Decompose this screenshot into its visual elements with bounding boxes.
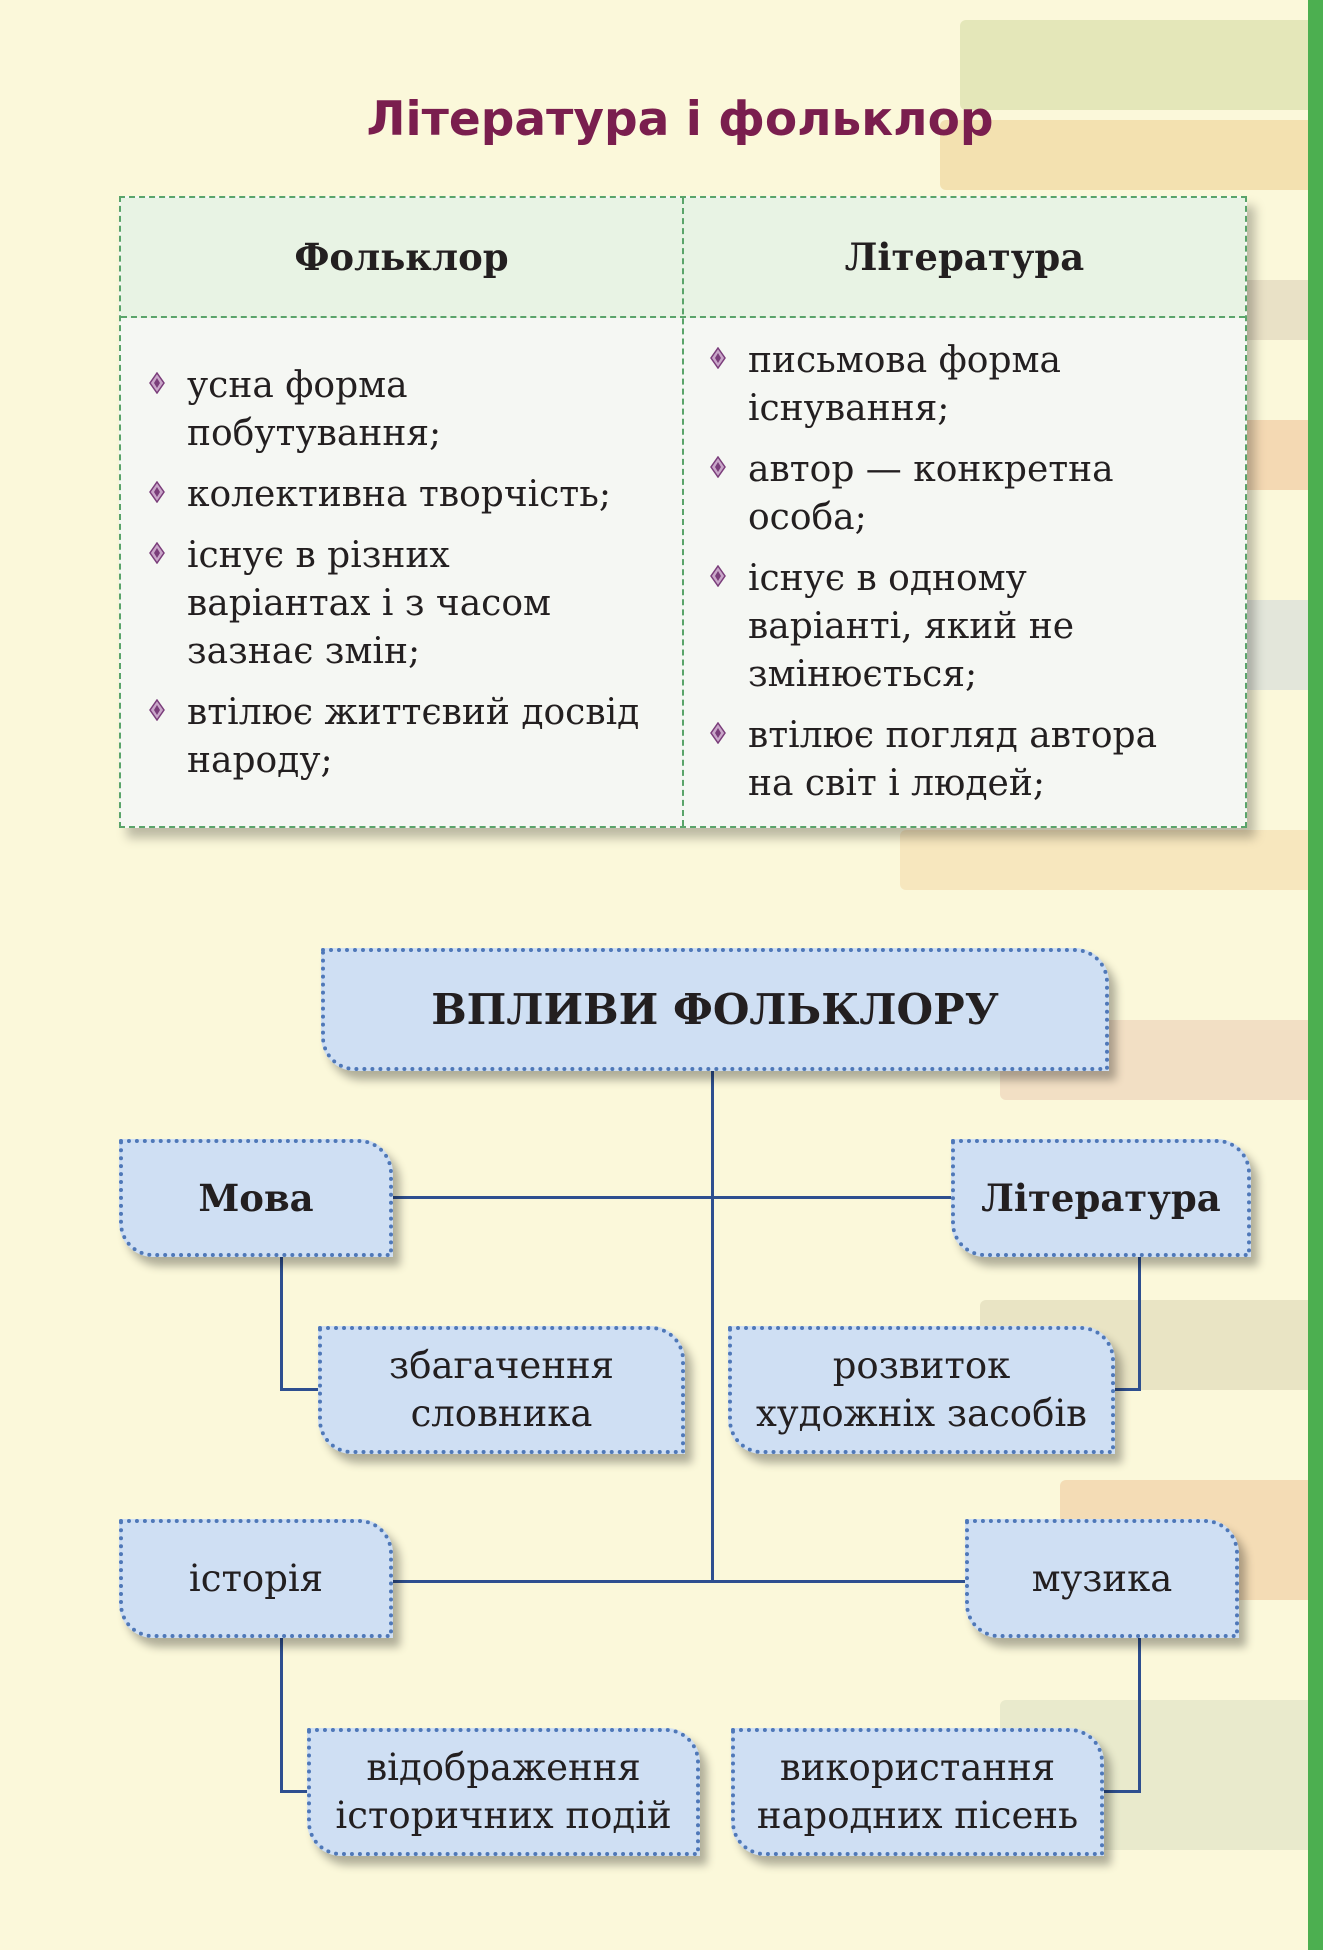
muzyka-child-box: використання народних пісень — [731, 1728, 1104, 1856]
connector-istoriia-child-h — [280, 1790, 310, 1793]
muzyka-box: музика — [965, 1519, 1239, 1638]
list-item: письмова форма існування; — [706, 337, 1108, 433]
connector-istoriia-child — [280, 1638, 283, 1792]
literatura-child-box: розвиток художніх засобів — [728, 1326, 1115, 1454]
istoriia-child-box: відображення історичних подій — [307, 1728, 700, 1856]
page-title: Література і фольклор — [366, 92, 994, 147]
diamond-bullet-icon — [149, 699, 165, 721]
istoriia-box: історія — [119, 1519, 393, 1638]
folklore-list: усна форма побутування; колективна творч… — [145, 362, 665, 798]
page-edge-bar — [1308, 0, 1323, 1950]
list-item: втілює погляд автора на світ і людей; — [706, 712, 1208, 808]
root-box: ВПЛИВИ ФОЛЬКЛОРУ — [321, 948, 1109, 1071]
list-item: усна форма побутування; — [145, 362, 467, 458]
diamond-bullet-icon — [149, 542, 165, 564]
comparison-table: Фольклор Література усна форма побутуван… — [119, 196, 1247, 828]
connector-literatura-child — [1138, 1257, 1141, 1390]
connector-mova-literatura — [393, 1196, 953, 1199]
diamond-bullet-icon — [710, 456, 726, 478]
connector-mova-child — [280, 1257, 283, 1390]
mova-box: Мова — [119, 1139, 393, 1257]
diamond-bullet-icon — [710, 565, 726, 587]
connector-trunk — [711, 1071, 714, 1582]
diamond-bullet-icon — [710, 722, 726, 744]
literature-list: письмова форма існування; автор — конкре… — [706, 337, 1226, 821]
header-literature: Література — [844, 235, 1085, 279]
header-folklore: Фольклор — [294, 235, 509, 279]
mova-child-box: збагачення словника — [318, 1326, 685, 1454]
column-divider — [682, 198, 684, 826]
list-item: існує в одному варіанті, який не змінюєт… — [706, 555, 1088, 699]
diamond-bullet-icon — [149, 372, 165, 394]
connector-istoriia-muzyka — [393, 1580, 967, 1583]
diamond-bullet-icon — [149, 481, 165, 503]
connector-muzyka-child-h — [1102, 1790, 1141, 1793]
list-item: втілює життєвий досвід народу; — [145, 689, 665, 785]
list-item: автор — конкретна особа; — [706, 446, 1168, 542]
list-item: існує в різних варіантах і з часом зазна… — [145, 532, 617, 676]
diamond-bullet-icon — [710, 347, 726, 369]
connector-mova-child-h — [280, 1388, 320, 1391]
connector-muzyka-child — [1138, 1638, 1141, 1792]
list-item: колективна творчість; — [145, 471, 665, 519]
literatura-box: Література — [951, 1139, 1251, 1257]
connector-literatura-child-h — [1113, 1388, 1141, 1391]
